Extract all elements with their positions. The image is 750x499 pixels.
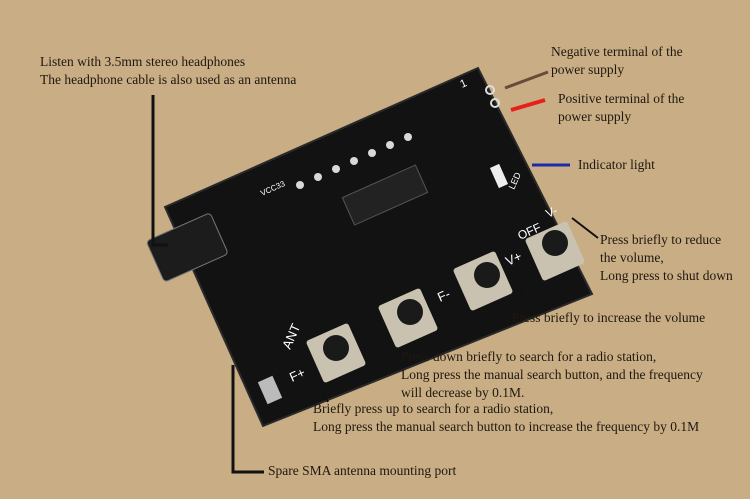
annotation-line: The headphone cable is also used as an a… — [40, 72, 297, 87]
power-pads — [485, 85, 500, 108]
annotation-line: Briefly press up to search for a radio s… — [313, 401, 554, 416]
annotation-negative: Negative terminal of the power supply — [551, 43, 683, 79]
board-label-vminus: V- — [544, 203, 560, 220]
annotation-line: Long press to shut down — [600, 268, 733, 283]
leader-line-headphones — [151, 95, 168, 247]
annotation-line: Positive terminal of the — [558, 91, 685, 106]
annotation-line: power supply — [558, 109, 632, 124]
annotation-indicator: Indicator light — [578, 156, 655, 174]
annotation-line: Negative terminal of the — [551, 44, 683, 59]
leader-line-search-down — [439, 337, 444, 353]
headphone-jack — [146, 213, 228, 282]
annotation-line: Press down briefly to search for a radio… — [401, 349, 657, 364]
leader-line-sma — [231, 365, 264, 474]
annotation-line: Press briefly to reduce — [600, 232, 722, 247]
annotation-line: the volume, — [600, 250, 664, 265]
button-volume-down[interactable] — [525, 221, 586, 282]
led — [489, 163, 509, 189]
board-label-fminus: F- — [435, 286, 452, 305]
annotation-search-down: Press down briefly to search for a radio… — [401, 348, 703, 402]
button-volume-up[interactable] — [453, 251, 514, 312]
leader-line-volume-down — [571, 217, 599, 239]
annotation-line: Long press the manual search button, and… — [401, 367, 703, 382]
annotation-volume-up: Press briefly to increase the volume — [512, 309, 705, 327]
board-label-vplus: V+ — [503, 248, 524, 268]
leader-line-positive — [510, 98, 546, 112]
annotation-line: will decrease by 0.1M. — [401, 385, 525, 400]
leader-line-negative — [504, 70, 549, 90]
annotation-line: power supply — [551, 62, 625, 77]
leader-line-search-up — [317, 384, 329, 403]
board-label-fplus: F+ — [287, 365, 307, 385]
annotation-volume-down: Press briefly to reduce the volume, Long… — [600, 231, 733, 285]
leader-line-volume-up — [519, 281, 525, 311]
annotation-line: Spare SMA antenna mounting port — [268, 463, 457, 478]
button-search-down[interactable] — [378, 288, 439, 349]
annotation-sma: Spare SMA antenna mounting port — [268, 462, 456, 480]
annotation-headphones: Listen with 3.5mm stereo headphones The … — [40, 53, 296, 89]
annotation-line: Indicator light — [578, 157, 655, 172]
annotation-line: Listen with 3.5mm stereo headphones — [40, 54, 246, 69]
board-label-one: 1 — [458, 77, 468, 90]
button-search-up[interactable] — [306, 323, 367, 384]
annotation-line: Long press the manual search button to i… — [313, 419, 700, 434]
pcb-board — [163, 66, 594, 428]
sma-port-pads — [257, 375, 283, 405]
header-pin-row — [296, 133, 412, 189]
annotation-line: Press briefly to increase the volume — [512, 310, 706, 325]
ic-chip — [341, 164, 429, 226]
annotation-positive: Positive terminal of the power supply — [558, 90, 684, 126]
annotation-search-up: Briefly press up to search for a radio s… — [313, 400, 699, 436]
